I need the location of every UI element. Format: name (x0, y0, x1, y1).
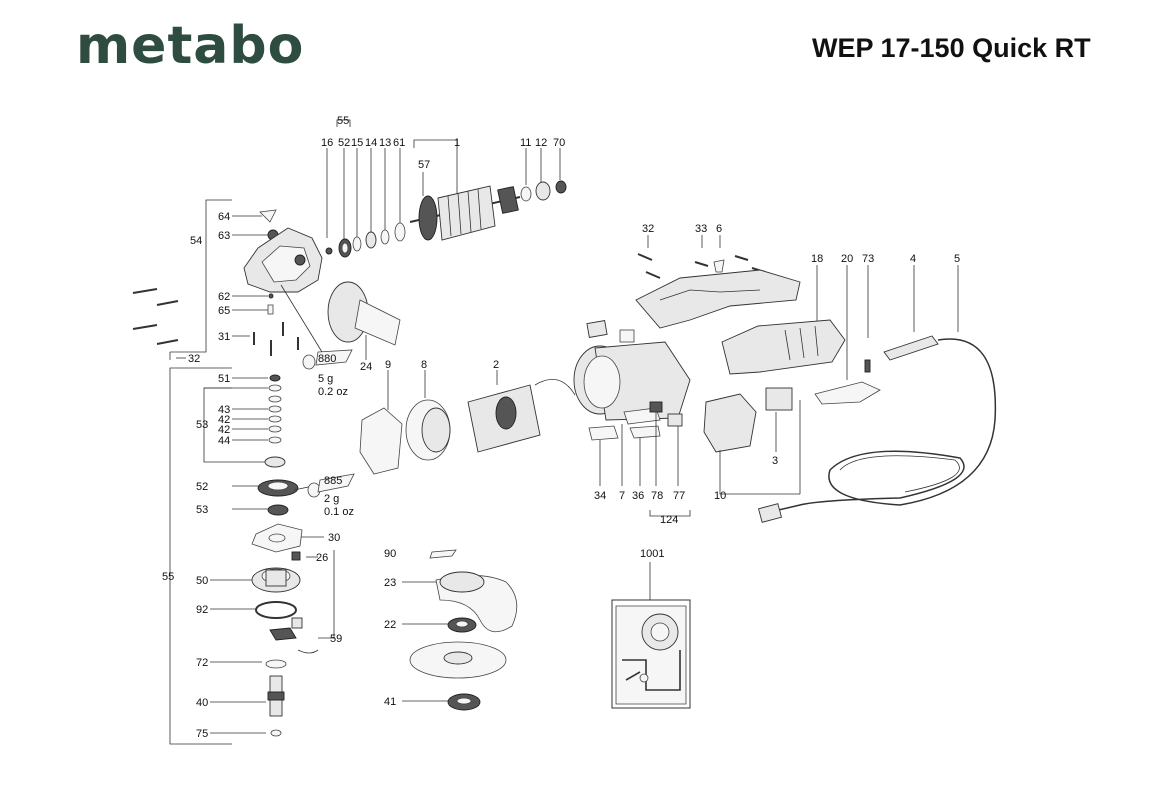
label-62: 62 (218, 291, 230, 303)
detail-inset (611, 562, 691, 709)
label-75: 75 (196, 728, 208, 740)
label-50: 50 (196, 575, 208, 587)
label-4: 4 (910, 253, 916, 265)
armature-group (325, 119, 567, 258)
label-11: 11 (520, 137, 531, 149)
label-53b: 53 (196, 504, 208, 516)
label-63: 63 (218, 230, 230, 242)
label-31: 31 (218, 331, 230, 343)
label-26: 26 (316, 552, 328, 564)
label-885-ounces: 0.1 oz (324, 506, 354, 518)
model-title: WEP 17-150 Quick RT (812, 33, 1091, 63)
spring-plates (359, 370, 451, 475)
label-90: 90 (384, 548, 396, 560)
label-15: 15 (351, 137, 363, 149)
label-51: 51 (218, 373, 230, 385)
label-880-grams: 5 g (318, 373, 333, 385)
label-880-ounces: 0.2 oz (318, 386, 348, 398)
label-41: 41 (384, 696, 396, 708)
label-73: 73 (862, 253, 874, 265)
label-13: 13 (379, 137, 391, 149)
label-55-left: 55 (162, 571, 174, 583)
gear-housing (243, 227, 323, 293)
label-18: 18 (811, 253, 823, 265)
label-880: 880 (318, 353, 336, 365)
label-8: 8 (421, 359, 427, 371)
motor-housing (573, 320, 691, 421)
armature (409, 185, 521, 241)
bevel-pinion (338, 238, 352, 258)
label-64: 64 (218, 211, 230, 223)
stator (467, 370, 576, 453)
label-55-top: 55 (337, 115, 349, 127)
label-43: 43 (218, 404, 230, 416)
label-34: 34 (594, 490, 606, 502)
label-32a: 32 (188, 353, 200, 365)
power-cord (757, 265, 997, 523)
crown-gear (257, 479, 299, 497)
spindle (267, 675, 285, 717)
label-52a: 52 (338, 137, 350, 149)
label-9: 9 (385, 359, 391, 371)
label-3: 3 (772, 455, 778, 467)
wheel-guard (435, 571, 518, 633)
part-labels: 55 16 52 15 14 13 61 1 57 11 12 70 64 63… (162, 115, 960, 740)
label-65: 65 (218, 305, 230, 317)
label-22: 22 (384, 619, 396, 631)
label-7: 7 (619, 490, 625, 502)
label-61: 61 (393, 137, 405, 149)
label-42a: 42 (218, 414, 230, 426)
label-92: 92 (196, 604, 208, 616)
wheel-guard-group (402, 549, 518, 711)
label-20: 20 (841, 253, 853, 265)
screws (132, 288, 299, 356)
label-24: 24 (360, 361, 372, 373)
label-124: 124 (660, 514, 678, 526)
label-16: 16 (321, 137, 333, 149)
electronics (588, 387, 801, 517)
label-52b: 52 (196, 481, 208, 493)
label-2: 2 (493, 359, 499, 371)
label-1: 1 (454, 137, 460, 149)
label-885-grams: 2 g (324, 493, 339, 505)
label-54: 54 (190, 235, 202, 247)
gear-head-group (132, 199, 353, 370)
spindle-stack (169, 367, 355, 745)
label-6: 6 (716, 223, 722, 235)
label-42b: 42 (218, 424, 230, 436)
brand-logo: metabo (76, 16, 305, 76)
label-72: 72 (196, 657, 208, 669)
label-36: 36 (632, 490, 644, 502)
label-5: 5 (954, 253, 960, 265)
label-57: 57 (418, 159, 430, 171)
label-77: 77 (673, 490, 685, 502)
label-23: 23 (384, 577, 396, 589)
rear-handle (721, 265, 881, 405)
label-44: 44 (218, 435, 230, 447)
label-70: 70 (553, 137, 565, 149)
label-30: 30 (328, 532, 340, 544)
side-handle (327, 281, 401, 360)
label-1001: 1001 (640, 548, 664, 560)
flange-housing (251, 567, 301, 593)
label-12: 12 (535, 137, 547, 149)
label-53a: 53 (196, 419, 208, 431)
label-78: 78 (651, 490, 663, 502)
label-59: 59 (330, 633, 342, 645)
label-10: 10 (714, 490, 726, 502)
label-32b: 32 (642, 223, 654, 235)
grinding-disc (409, 641, 507, 679)
label-40: 40 (196, 697, 208, 709)
label-33: 33 (695, 223, 707, 235)
label-14: 14 (365, 137, 377, 149)
handle-cover (635, 235, 801, 329)
label-885: 885 (324, 475, 342, 487)
